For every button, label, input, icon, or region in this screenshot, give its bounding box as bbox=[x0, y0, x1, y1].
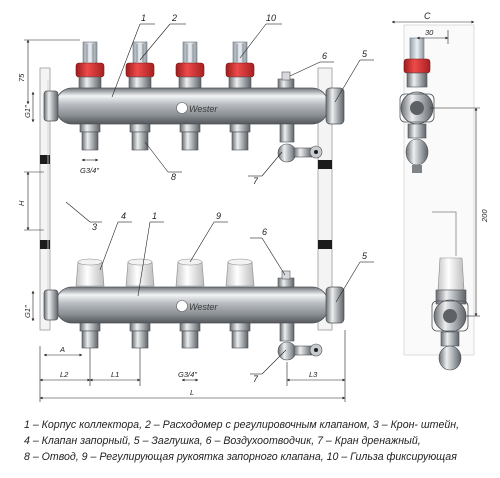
dim-a: A bbox=[59, 345, 65, 354]
callout-7-top: 7 bbox=[253, 176, 259, 186]
flowmeter-2 bbox=[125, 41, 155, 90]
collector-drawing: Wester bbox=[17, 11, 489, 402]
dim-g34-top: G3/4" bbox=[80, 166, 99, 175]
dim-g1-top: G1" bbox=[23, 105, 32, 118]
legend-line-3: 8 – Отвод, 9 – Регулирующая рукоятка зап… bbox=[24, 450, 457, 463]
dim-l3: L3 bbox=[309, 370, 318, 379]
bottom-manifold: Wester bbox=[43, 258, 345, 361]
handle-3 bbox=[175, 258, 205, 287]
callout-6-top: 6 bbox=[322, 51, 327, 61]
legend-line-1: 1 – Корпус коллектора, 2 – Расходомер с … bbox=[24, 419, 460, 431]
brand-logo-icon bbox=[176, 300, 188, 312]
flowmeter-4 bbox=[225, 41, 255, 90]
callout-5-top: 5 bbox=[362, 49, 368, 59]
handle-1 bbox=[75, 258, 105, 287]
dimension-lines bbox=[24, 20, 480, 402]
callout-6-bottom: 6 bbox=[262, 227, 267, 237]
brand-label-bottom: Wester bbox=[189, 302, 218, 312]
callout-5-bottom: 5 bbox=[362, 251, 368, 261]
outlet-row-top bbox=[79, 123, 251, 151]
callout-leaders bbox=[65, 23, 374, 375]
drain-valve-bottom bbox=[277, 322, 323, 361]
end-cap-top-left bbox=[43, 90, 59, 122]
dim-g1-bottom: G1" bbox=[23, 305, 32, 318]
dim-30: 30 bbox=[425, 28, 434, 37]
dim-h: H bbox=[17, 200, 26, 206]
dim-c: C bbox=[424, 11, 431, 21]
flowmeter-3 bbox=[175, 41, 205, 90]
callout-9: 9 bbox=[216, 211, 221, 221]
legend-line-2: 4 – Клапан запорный, 5 – Заглушка, 6 – В… bbox=[24, 434, 421, 447]
brand-logo-icon bbox=[176, 102, 188, 114]
callout-4: 4 bbox=[121, 211, 126, 221]
end-cap-top-right bbox=[325, 87, 345, 125]
top-manifold: Wester bbox=[43, 41, 345, 163]
end-cap-bottom-right bbox=[325, 286, 345, 324]
drain-valve-top bbox=[277, 123, 323, 163]
dim-g34-bottom: G3/4" bbox=[178, 370, 197, 379]
bracket-right bbox=[317, 67, 333, 331]
callout-7-bottom: 7 bbox=[253, 374, 259, 384]
callout-1-top: 1 bbox=[141, 13, 146, 23]
legend: 1 – Корпус коллектора, 2 – Расходомер с … bbox=[24, 418, 494, 465]
side-view bbox=[399, 24, 475, 371]
brand-label-top: Wester bbox=[189, 104, 218, 114]
callout-1-bottom: 1 bbox=[152, 211, 157, 221]
dim-l1: L1 bbox=[111, 370, 119, 379]
dim-l2: L2 bbox=[60, 370, 69, 379]
air-vent-top bbox=[277, 71, 295, 91]
callout-8: 8 bbox=[171, 172, 176, 182]
end-cap-bottom-left bbox=[43, 289, 59, 321]
callout-2: 2 bbox=[171, 13, 177, 23]
handle-2 bbox=[125, 258, 155, 287]
air-vent-bottom bbox=[277, 270, 295, 290]
outlet-row-bottom bbox=[79, 322, 251, 349]
dim-l: L bbox=[190, 388, 194, 397]
flowmeter-1 bbox=[75, 41, 105, 90]
handle-4 bbox=[225, 258, 255, 287]
dim-75: 75 bbox=[17, 73, 26, 82]
dim-200: 200 bbox=[480, 209, 489, 223]
callout-10: 10 bbox=[266, 13, 276, 23]
callout-3: 3 bbox=[92, 222, 97, 232]
